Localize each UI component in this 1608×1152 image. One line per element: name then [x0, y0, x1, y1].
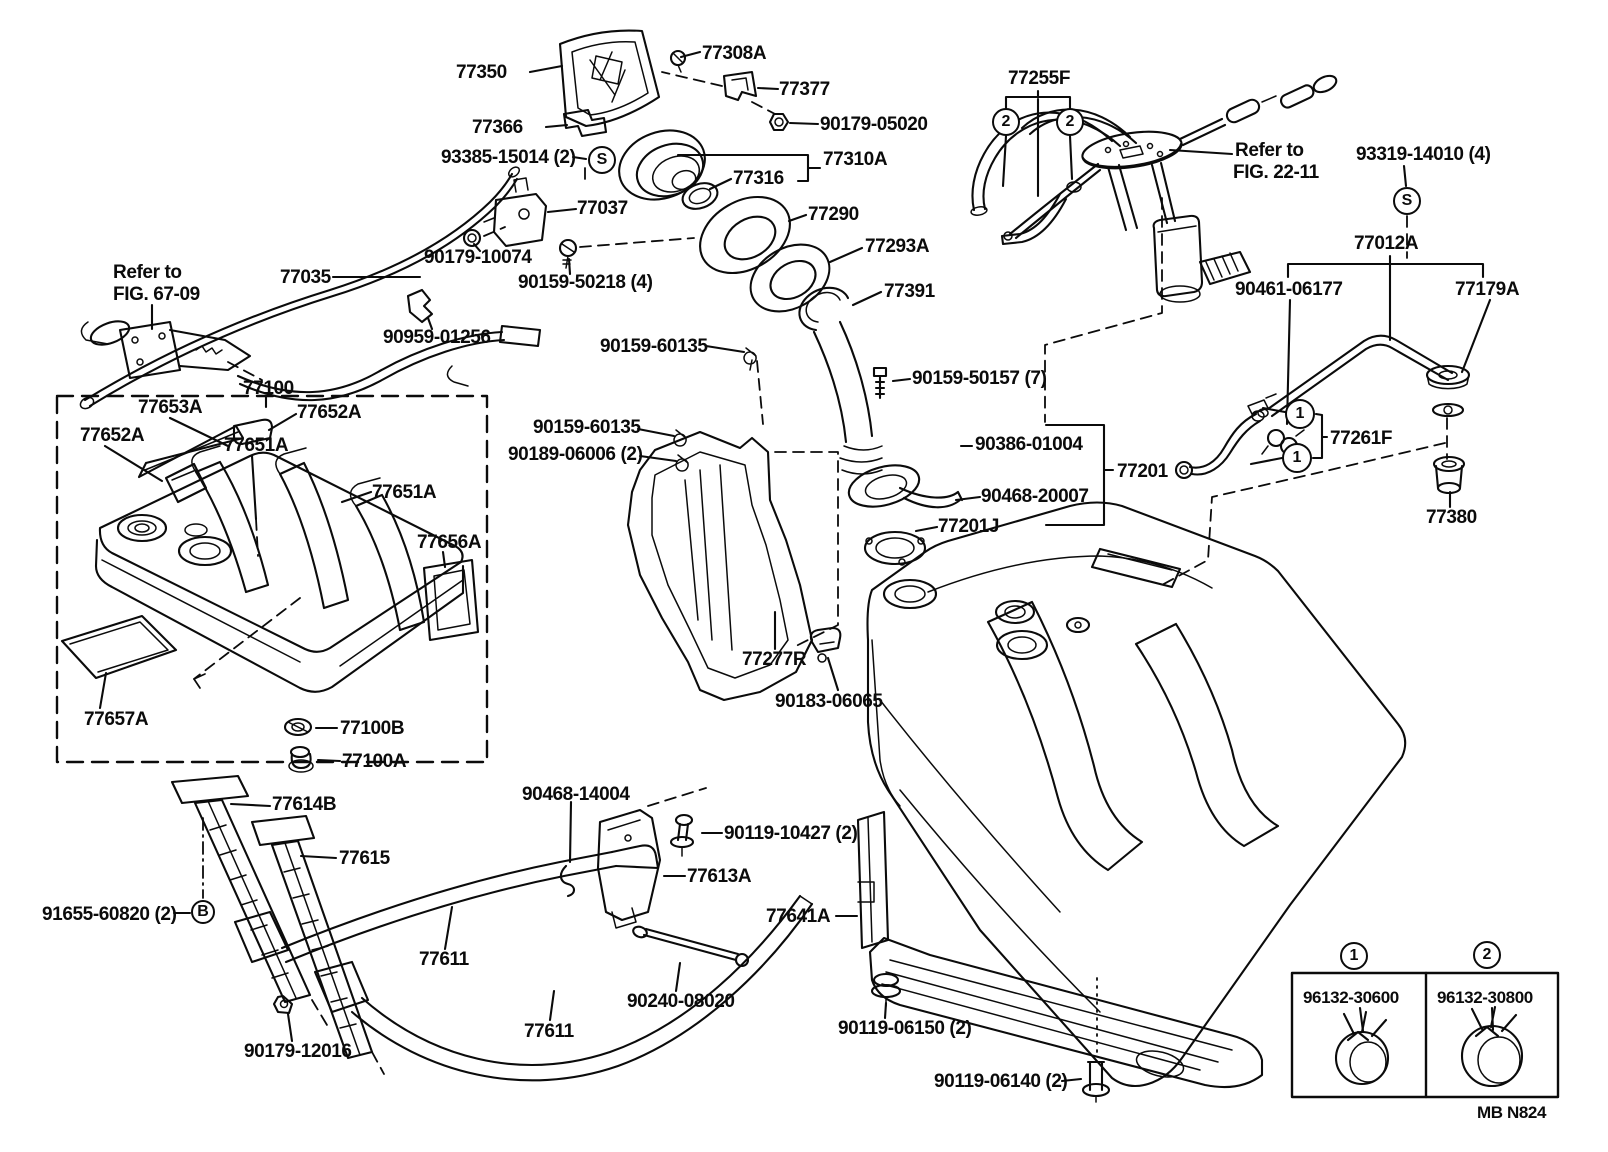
- part-label-77391: 77391: [884, 281, 935, 302]
- circled-2-badge-a: 2: [992, 108, 1020, 136]
- note-refer-fig-67-09-line2: FIG. 67-09: [113, 284, 200, 305]
- figure-code: MB N824: [1477, 1103, 1547, 1122]
- part-label-90179-05020: 90179-05020: [820, 114, 928, 135]
- part-label-90189-06006: 90189-06006 (2): [508, 444, 643, 465]
- part-label-77641a: 77641A: [766, 906, 831, 927]
- note-refer-fig-22-11-line2: FIG. 22-11: [1233, 162, 1319, 183]
- part-label-77656a: 77656A: [417, 532, 482, 553]
- part-label-77100b: 77100B: [340, 718, 405, 739]
- part-label-90959-01256: 90959-01256: [383, 327, 491, 348]
- part-label-93319-14010: 93319-14010 (4): [1356, 144, 1491, 165]
- part-label-90386-01004: 90386-01004: [975, 434, 1083, 455]
- note-refer-fig-22-11-line1: Refer to: [1235, 140, 1304, 161]
- part-label-77293a: 77293A: [865, 236, 930, 257]
- part-label-90461-06177: 90461-06177: [1235, 279, 1343, 300]
- part-label-77653a: 77653A: [138, 397, 203, 418]
- part-label-90159-50218: 90159-50218 (4): [518, 272, 653, 293]
- part-label-77657a: 77657A: [84, 709, 149, 730]
- filler-door-drawing: [558, 29, 790, 138]
- leader-lines: [98, 50, 1495, 1083]
- circled-b-badge: B: [191, 900, 215, 924]
- part-label-77179a: 77179A: [1455, 279, 1520, 300]
- part-label-91655-60820: 91655-60820 (2): [42, 904, 177, 925]
- part-label-77613a: 77613A: [687, 866, 752, 887]
- part-label-77615: 77615: [339, 848, 390, 869]
- part-label-77100: 77100: [243, 378, 294, 399]
- legend-part-96132-30800: 96132-30800: [1437, 988, 1533, 1007]
- part-label-77277r: 77277R: [742, 649, 807, 670]
- part-label-77316: 77316: [733, 168, 784, 189]
- part-label-77611-lower: 77611: [524, 1021, 574, 1042]
- filler-pipe-drawing: [699, 195, 964, 566]
- fuel-pump-drawing: [970, 74, 1338, 303]
- main-tank-drawing: [866, 501, 1407, 1088]
- part-label-77380: 77380: [1426, 507, 1477, 528]
- breather-pipe-drawing: [79, 166, 542, 410]
- part-label-90468-20007: 90468-20007: [981, 486, 1089, 507]
- part-label-77651a-center: 77651A: [224, 435, 289, 456]
- part-label-77611-upper: 77611: [419, 949, 469, 970]
- part-label-77201j: 77201J: [938, 516, 1000, 537]
- part-label-77255f: 77255F: [1008, 68, 1071, 89]
- part-label-77614b: 77614B: [272, 794, 337, 815]
- circled-1-badge-legend: 1: [1340, 942, 1368, 970]
- part-label-77310a: 77310A: [823, 149, 888, 170]
- heat-shield-drawing: [626, 347, 842, 702]
- part-label-77651a-right: 77651A: [372, 482, 437, 503]
- part-label-90183-06065: 90183-06065: [775, 691, 883, 712]
- part-label-77012a: 77012A: [1354, 233, 1419, 254]
- tank-protector-drawing: [856, 810, 1264, 1103]
- legend-part-96132-30600: 96132-30600: [1303, 988, 1399, 1007]
- part-label-90179-12016: 90179-12016: [244, 1041, 352, 1062]
- part-label-77035: 77035: [280, 267, 331, 288]
- part-label-77100a: 77100A: [342, 751, 407, 772]
- circled-2-badge-legend: 2: [1473, 941, 1501, 969]
- part-label-77652a-left: 77652A: [80, 425, 145, 446]
- circled-2-badge-b: 2: [1056, 108, 1084, 136]
- part-label-77366: 77366: [472, 117, 523, 138]
- part-label-90159-50157: 90159-50157 (7): [912, 368, 1047, 389]
- tank-straps-drawing: [170, 774, 814, 1082]
- breather-tube-right-drawing: [1174, 334, 1471, 495]
- circled-1-badge-a: 1: [1285, 399, 1315, 429]
- hidden-lines: [193, 71, 1448, 1075]
- part-label-77201: 77201: [1117, 461, 1168, 482]
- part-label-77290: 77290: [808, 204, 859, 225]
- part-label-90240-08020: 90240-08020: [627, 991, 735, 1012]
- part-label-90159-60135-top: 90159-60135: [600, 336, 708, 357]
- part-label-77652a-right: 77652A: [297, 402, 362, 423]
- part-label-90119-10427: 90119-10427 (2): [724, 823, 858, 844]
- part-label-77037: 77037: [577, 198, 628, 219]
- circled-s-badge-right: S: [1393, 187, 1421, 215]
- part-label-90159-60135-mid: 90159-60135: [533, 417, 641, 438]
- part-label-77377: 77377: [779, 79, 830, 100]
- circled-s-badge-top: S: [588, 146, 616, 174]
- part-label-93385-15014: 93385-15014 (2): [441, 147, 576, 168]
- circled-1-badge-b: 1: [1282, 443, 1312, 473]
- part-label-90468-14004: 90468-14004: [522, 784, 630, 805]
- part-label-90119-06140: 90119-06140 (2): [934, 1071, 1068, 1092]
- left-tank-drawing: [55, 394, 489, 773]
- part-label-77261f: 77261F: [1330, 428, 1393, 449]
- note-refer-fig-67-09-line1: Refer to: [113, 262, 182, 283]
- filler-cap-drawing: [618, 129, 719, 210]
- part-label-90119-06150: 90119-06150 (2): [838, 1018, 972, 1039]
- part-label-90179-10074: 90179-10074: [424, 247, 532, 268]
- part-label-77350: 77350: [456, 62, 507, 83]
- part-label-77308a: 77308A: [702, 43, 767, 64]
